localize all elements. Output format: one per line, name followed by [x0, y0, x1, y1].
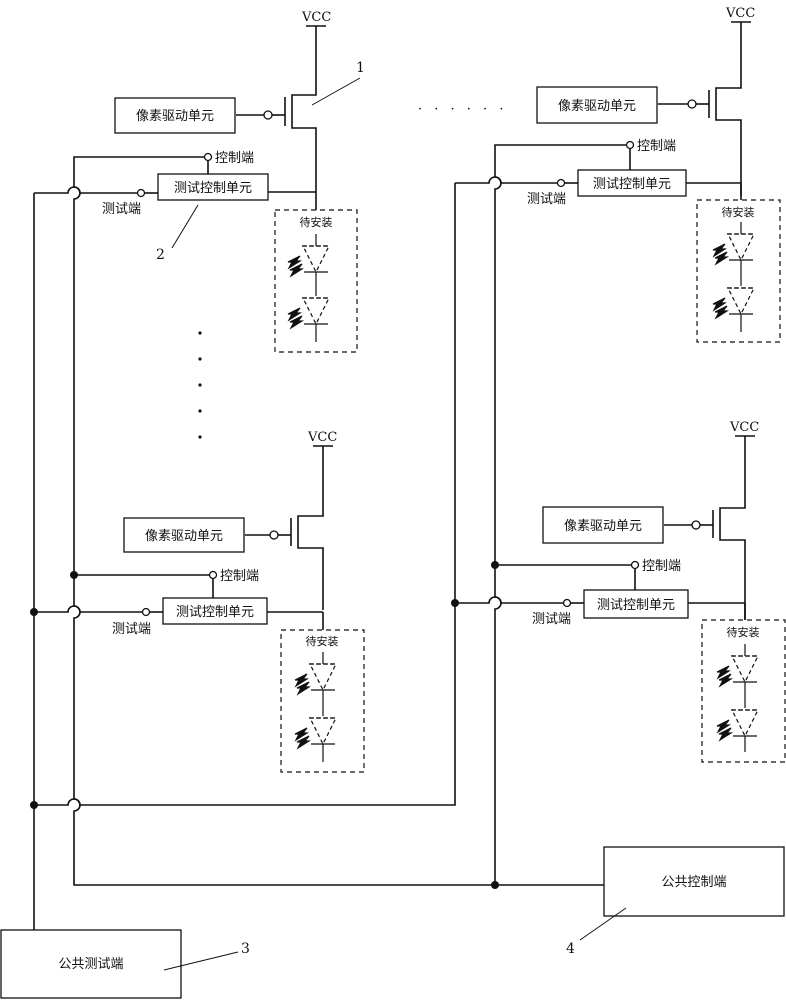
cell-a-vcc-supply [291, 26, 317, 192]
cell-c-led-string [727, 222, 755, 332]
cell-a-control-terminal [203, 152, 213, 162]
cell-d: VCC 像素驱动单元 测试控制单元 控制端 测试端 待安装 [455, 420, 786, 763]
callout-3-leader [163, 951, 239, 971]
cell-b-pixel-driver-label: 像素驱动单元 [145, 529, 223, 544]
cell-d-test-control-label: 测试控制单元 [597, 598, 675, 613]
cell-a-pixel-driver-box [114, 97, 236, 134]
cell-b-control-label: 控制端 [220, 569, 259, 584]
cell-a-led-string [302, 234, 330, 342]
right-control-bus [494, 175, 502, 885]
cell-a-light-rays [287, 255, 305, 330]
cell-b-to-install-frame [280, 629, 365, 773]
common-control-terminal-label: 公共控制端 [661, 875, 726, 890]
cell-d-pixel-driver-label: 像素驱动单元 [564, 519, 642, 534]
cell-b-test-bus-branch [34, 605, 142, 613]
cell-c-to-install-label: 待安装 [722, 205, 755, 219]
cell-b-vcc-label: VCC [307, 430, 337, 445]
junction-dot [451, 599, 459, 607]
junction-dot [70, 571, 78, 579]
cell-b-pixel-driver-box [123, 517, 245, 553]
cell-d-to-install-label: 待安装 [727, 625, 760, 639]
cell-a-to-install-frame [274, 209, 358, 353]
cell-d-control-terminal [630, 560, 640, 570]
callout-2-leader [171, 204, 199, 249]
cell-a-control-label: 控制端 [215, 151, 254, 166]
junction-dot [491, 881, 499, 889]
cell-c-pixel-driver-box [536, 86, 658, 124]
callout-3: 3 [241, 941, 250, 957]
common-test-terminal-label: 公共测试端 [58, 957, 123, 972]
cell-c-pixel-driver-label: 像素驱动单元 [558, 99, 636, 114]
cell-a-test-terminal [136, 188, 146, 198]
cell-d-test-control-box [583, 589, 689, 619]
cell-c-test-terminal [556, 178, 566, 188]
cell-a-test-bus-branch [34, 186, 137, 194]
cell-a-gate-terminal [263, 110, 273, 120]
junction-dot [30, 608, 38, 616]
cell-b-test-terminal [141, 607, 151, 617]
cell-c-gate-terminal [687, 99, 697, 109]
cell-a-vcc-label: VCC [301, 10, 331, 25]
junction-dot [491, 561, 499, 569]
callout-4: 4 [566, 941, 575, 957]
cell-c-light-rays [712, 243, 730, 320]
cell-b-led-string [309, 652, 337, 762]
cell-b: VCC 像素驱动单元 测试控制单元 控制端 测试端 待安装 [34, 430, 365, 773]
cell-c-to-install-frame [696, 199, 781, 343]
cell-d-vcc-label: VCC [729, 420, 759, 435]
cell-a: VCC 像素驱动单元 1 测试控制单元 控制端 测试端 2 待安装 [34, 10, 365, 353]
cell-b-test-control-box [162, 597, 268, 625]
cell-d-gate-terminal [691, 520, 701, 530]
cell-b-to-install-label: 待安装 [306, 634, 339, 648]
vertical-ellipsis [198, 331, 202, 439]
cell-c-control-label: 控制端 [637, 139, 676, 154]
cell-b-vcc-supply [297, 446, 324, 610]
cell-c-control-bus-branch [494, 144, 626, 175]
cell-d-led-string [731, 644, 759, 752]
cell-c-vcc-supply [715, 22, 742, 196]
cell-a-test-control-label: 测试控制单元 [174, 181, 252, 196]
callout-4-leader [579, 907, 627, 941]
common-test-terminal-box [0, 929, 182, 999]
cell-a-control-bus-branch [73, 156, 204, 184]
common-control-terminal-box [603, 846, 785, 917]
cell-c-test-control-label: 测试控制单元 [593, 177, 671, 192]
cell-d-pixel-driver-box [542, 506, 664, 544]
cell-d-test-terminal [562, 598, 572, 608]
junction-dot [30, 801, 38, 809]
cell-a-pixel-driver-label: 像素驱动单元 [136, 109, 214, 124]
cell-b-gate-terminal [269, 530, 279, 540]
cell-c-vcc-label: VCC [725, 6, 755, 21]
cell-b-test-label: 测试端 [112, 622, 151, 637]
right-test-bus [34, 183, 456, 806]
horizontal-ellipsis: · · · · · · [418, 102, 507, 117]
cell-d-light-rays [716, 665, 734, 742]
callout-1-leader [311, 77, 361, 106]
callout-1: 1 [356, 60, 365, 76]
cell-d-test-label: 测试端 [532, 612, 571, 627]
cell-a-test-control-box [157, 173, 269, 201]
cell-b-test-control-label: 测试控制单元 [176, 605, 254, 620]
cell-a-test-label: 测试端 [102, 202, 141, 217]
cell-b-light-rays [294, 673, 312, 750]
left-control-bus [73, 184, 604, 886]
cell-d-to-install-frame [701, 619, 786, 763]
cell-c-test-label: 测试端 [527, 192, 566, 207]
cell-b-control-terminal [208, 570, 218, 580]
cell-c-test-bus-branch [455, 176, 557, 184]
cell-c-control-terminal [625, 140, 635, 150]
callout-2: 2 [156, 247, 165, 263]
cell-c: VCC 像素驱动单元 测试控制单元 控制端 测试端 待安装 [455, 6, 781, 343]
cell-d-vcc-supply [719, 436, 746, 620]
cell-d-test-bus-branch [455, 596, 563, 604]
cell-d-control-label: 控制端 [642, 559, 681, 574]
cell-a-to-install-label: 待安装 [300, 215, 333, 229]
